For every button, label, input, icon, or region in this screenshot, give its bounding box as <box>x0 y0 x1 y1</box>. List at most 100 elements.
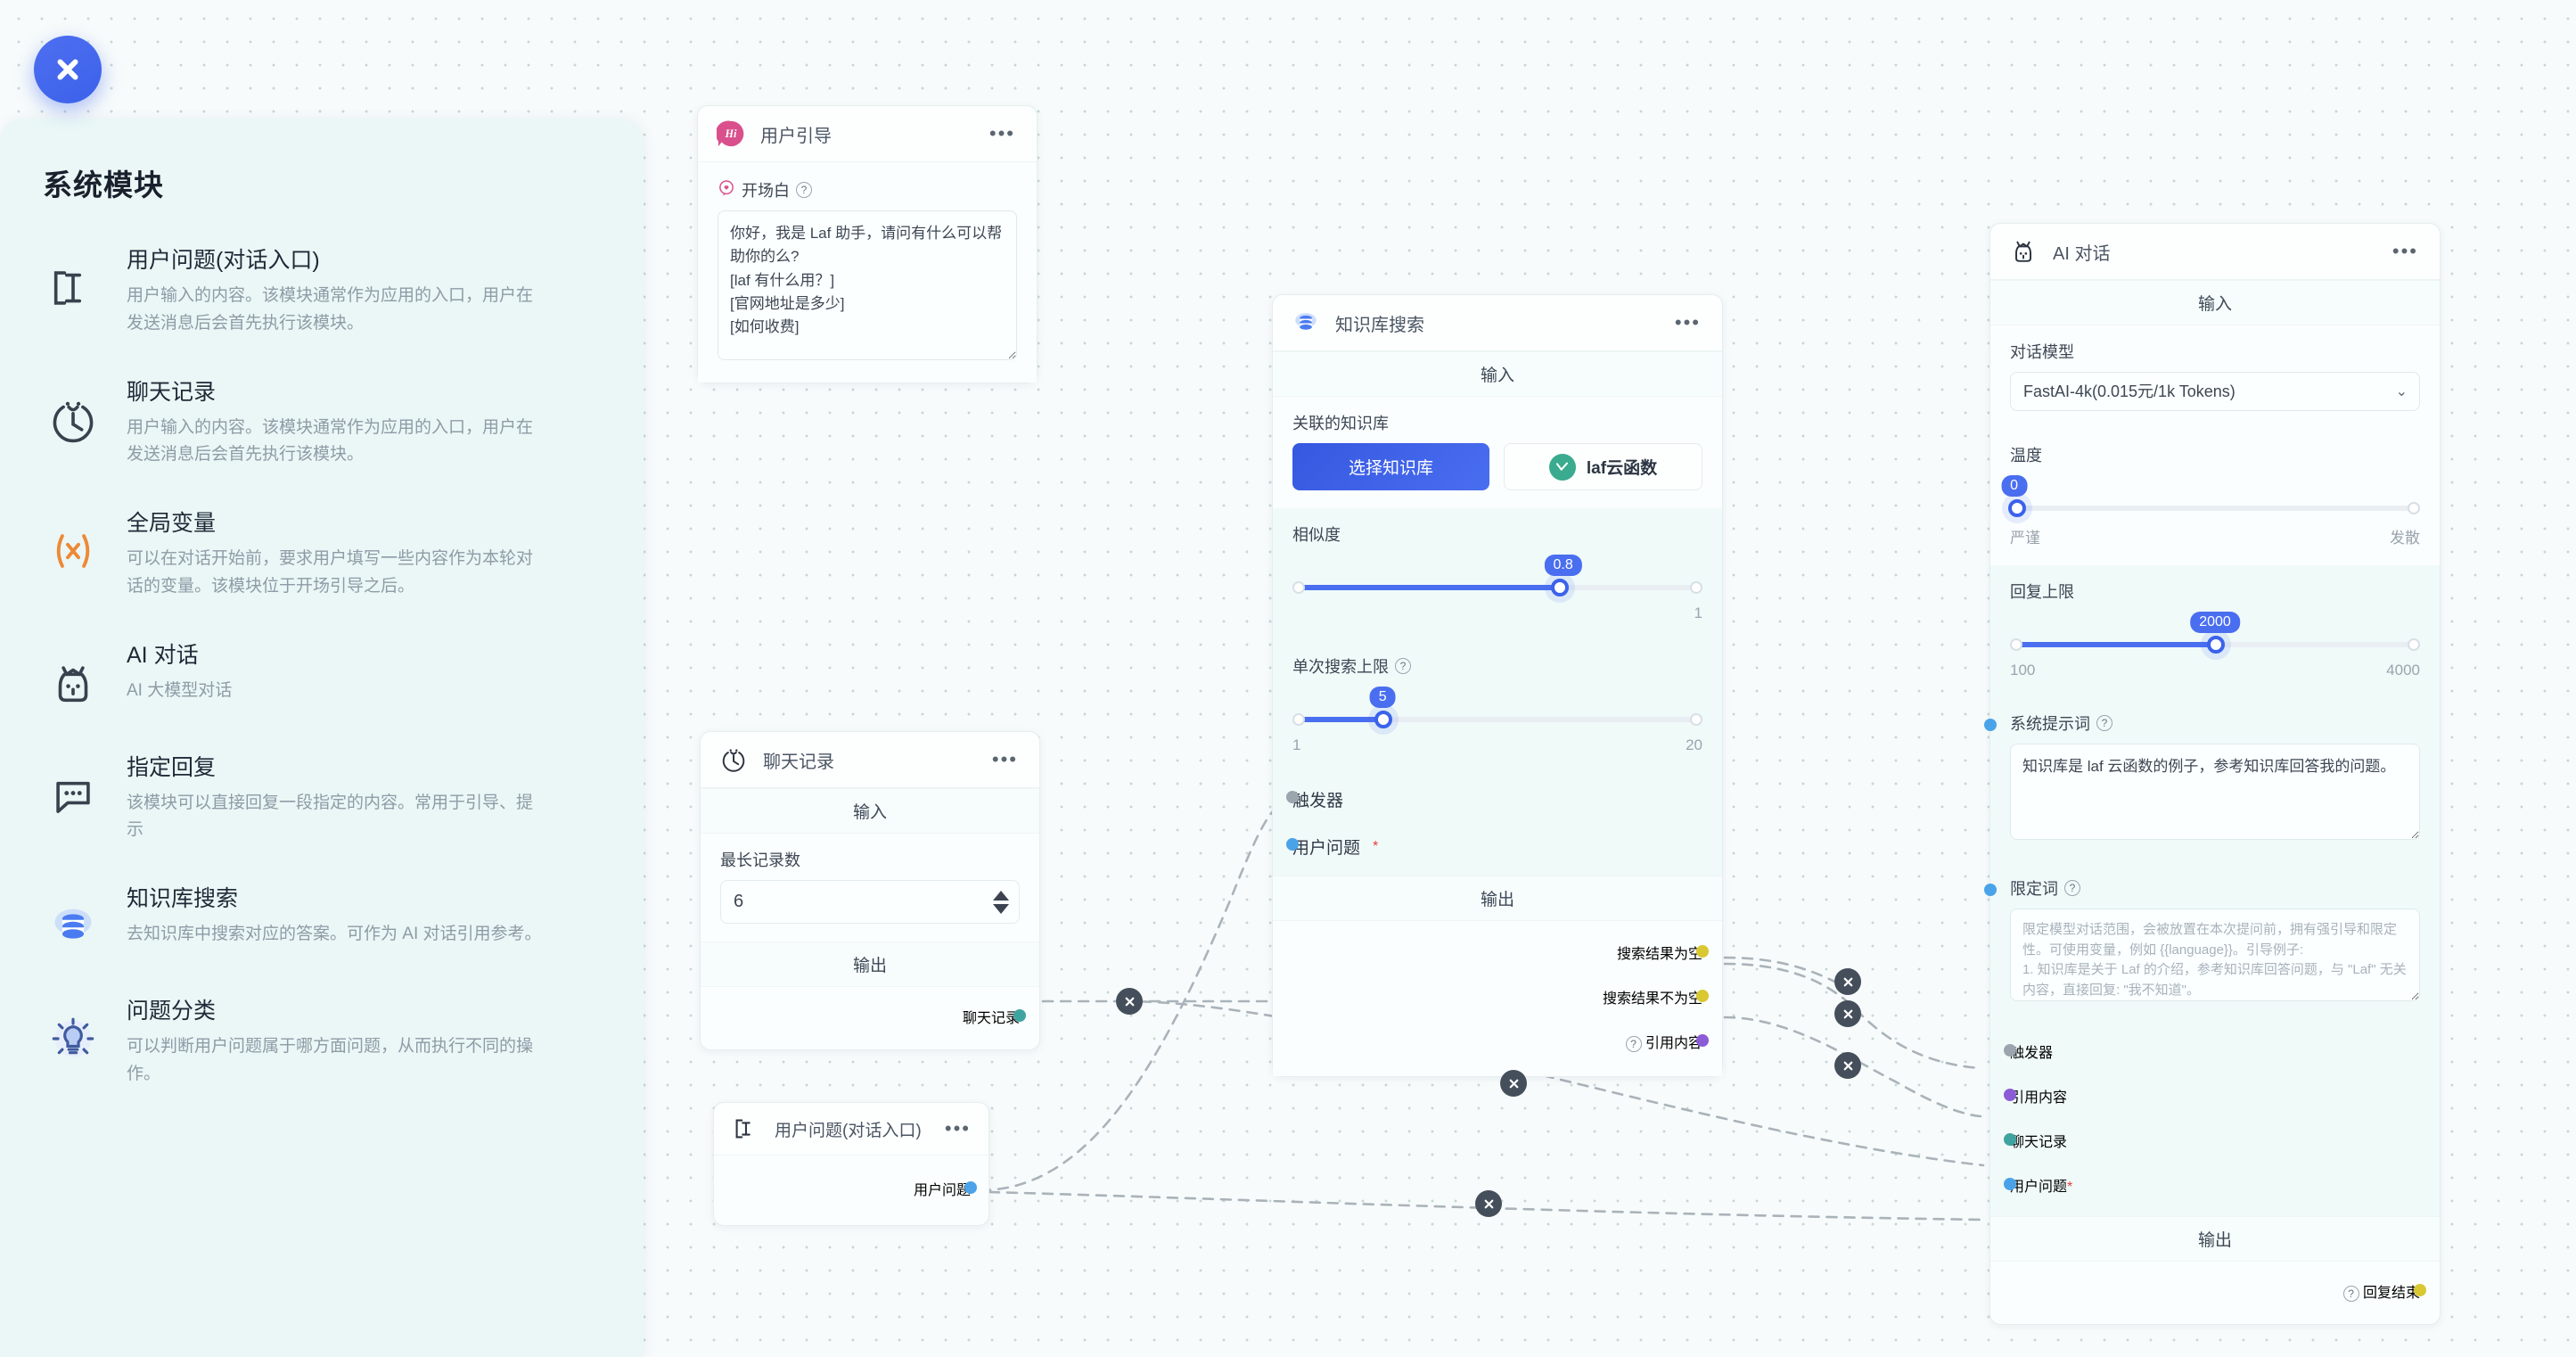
similarity-label: 相似度 <box>1292 526 1341 544</box>
sidebar-item-desc: 可以在对话开始前，要求用户填写一些内容作为本轮对话的变量。该模块位于开场引导之后… <box>127 549 534 596</box>
node-user-question[interactable]: 用户问题(对话入口) ••• 用户问题 <box>713 1102 989 1226</box>
node-kb-search[interactable]: 知识库搜索 ••• 输入 关联的知识库 选择知识库 laf云函数 相似度 0.8… <box>1272 294 1723 1077</box>
system-prompt-label: 系统提示词 ? <box>2010 711 2420 735</box>
edge-delete-button[interactable] <box>1500 1070 1527 1097</box>
pin-dot-system-prompt[interactable] <box>1984 719 1997 731</box>
sidebar-item-label: 聊天记录 <box>127 379 217 405</box>
node-menu-icon[interactable]: ••• <box>1674 311 1701 334</box>
sidebar-item-label: 知识库搜索 <box>127 886 239 912</box>
opening-statement-label: 开场白 ? <box>718 178 1017 201</box>
sidebar-item-desc: 用户输入的内容。该模块通常作为应用的入口，用户在发送消息后会首先执行该模块。 <box>127 417 534 465</box>
edge-delete-button[interactable] <box>1834 968 1861 995</box>
temperature-slider[interactable]: 0 <box>2001 475 2420 530</box>
system-prompt-section: 系统提示词 ? 知识库是 laf 云函数的例子，参考知识库回答我的问题。 <box>1984 697 2440 862</box>
system-prompt-textarea[interactable]: 知识库是 laf 云函数的例子，参考知识库回答我的问题。 <box>2010 744 2420 840</box>
max-tokens-min: 100 <box>2010 662 2036 678</box>
pin-dot-trigger[interactable] <box>2004 1044 2016 1057</box>
node-chat-history[interactable]: 聊天记录 ••• 输入 最长记录数 输出 聊天记录 <box>700 731 1040 1050</box>
pin-dot-user-question[interactable] <box>2004 1178 2016 1190</box>
search-limit-max: 20 <box>1686 736 1702 753</box>
pin-dot-user-question[interactable] <box>964 1181 977 1194</box>
svg-text:Hi: Hi <box>725 127 738 140</box>
sidebar-item-desc: AI 大模型对话 <box>127 680 233 700</box>
close-button[interactable] <box>34 36 102 103</box>
ai-robot-icon <box>43 653 103 713</box>
opening-statement-textarea[interactable]: 你好，我是 Laf 助手，请问有什么可以帮助你的么? [laf 有什么用？] [… <box>718 210 1017 360</box>
input-section-band: 输入 <box>1990 280 2440 325</box>
search-limit-value: 5 <box>1369 687 1396 708</box>
max-records-stepper[interactable] <box>720 880 1020 924</box>
max-tokens-slider[interactable]: 2000 <box>2010 612 2420 667</box>
search-limit-section: 单次搜索上限 ? 5 1 20 <box>1273 640 1722 772</box>
help-icon[interactable]: ? <box>2064 880 2080 896</box>
help-icon[interactable]: ? <box>1625 1036 1642 1052</box>
kb-label: 关联的知识库 <box>1292 415 1389 432</box>
node-menu-icon[interactable]: ••• <box>989 122 1015 145</box>
node-header[interactable]: 知识库搜索 ••• <box>1273 295 1722 351</box>
similarity-slider[interactable]: 0.8 <box>1292 555 1702 610</box>
node-menu-icon[interactable]: ••• <box>991 748 1018 771</box>
help-icon[interactable]: ? <box>796 182 812 198</box>
pin-dot-search-not-empty[interactable] <box>1696 990 1709 1002</box>
pin-dot-search-empty[interactable] <box>1696 945 1709 958</box>
clock-icon <box>43 390 103 450</box>
sidebar-item-question-classify[interactable]: 问题分类 可以判断用户问题属于哪方面问题，从而执行不同的操作。 <box>43 994 594 1089</box>
pin-dot-chat-history[interactable] <box>2004 1133 2016 1146</box>
pin-chat-history-label: 聊天记录 <box>2010 1135 2068 1150</box>
ai-input-pins: 触发器 引用内容 聊天记录 用户问题* <box>1990 1024 2440 1216</box>
model-select[interactable]: FastAI-4k(0.015元/1k Tokens) <box>2010 372 2420 411</box>
search-limit-label: 单次搜索上限 ? <box>1292 654 1702 678</box>
node-menu-icon[interactable]: ••• <box>944 1117 971 1140</box>
pin-quote-label: 引用内容 <box>1645 1036 1702 1051</box>
node-header[interactable]: AI 对话 ••• <box>1990 224 2440 280</box>
node-header[interactable]: 用户问题(对话入口) ••• <box>714 1103 989 1156</box>
help-icon[interactable]: ? <box>2096 715 2112 731</box>
pin-dot-trigger[interactable] <box>1286 791 1299 803</box>
node-user-guide[interactable]: Hi 用户引导 ••• 开场白 ? 你好，我是 Laf 助手，请问有什么可以帮助… <box>697 105 1038 383</box>
help-icon[interactable]: ? <box>2342 1286 2359 1302</box>
limiter-textarea[interactable] <box>2010 909 2420 1001</box>
max-records-input[interactable] <box>720 880 1020 924</box>
node-header[interactable]: 聊天记录 ••• <box>701 732 1039 788</box>
search-limit-slider[interactable]: 5 <box>1292 687 1702 742</box>
sidebar-item-kb-search[interactable]: 知识库搜索 去知识库中搜索对应的答案。可作为 AI 对话引用参考。 <box>43 882 594 957</box>
model-label: 对话模型 <box>2010 343 2074 361</box>
chevron-down-icon[interactable] <box>993 903 1009 914</box>
pin-dot-limiter[interactable] <box>1984 884 1997 896</box>
pin-user-question-label: 用户问题* <box>2010 1180 2073 1195</box>
pin-reply-finish-label: 回复结束 <box>2362 1286 2420 1301</box>
pin-dot-reply-finish[interactable] <box>2414 1284 2426 1296</box>
pin-dot-quote[interactable] <box>1696 1034 1709 1047</box>
node-header[interactable]: Hi 用户引导 ••• <box>698 106 1037 162</box>
help-icon[interactable]: ? <box>1395 658 1411 674</box>
node-ai-chat[interactable]: AI 对话 ••• 输入 对话模型 FastAI-4k(0.015元/1k To… <box>1984 223 2441 1325</box>
sidebar-item-label: AI 对话 <box>127 642 199 668</box>
sidebar-item-global-variable[interactable]: 全局变量 可以在对话开始前，要求用户填写一些内容作为本轮对话的变量。该模块位于开… <box>43 506 594 601</box>
chevron-up-icon[interactable] <box>993 890 1009 901</box>
edge-delete-button[interactable] <box>1834 1052 1861 1079</box>
pin-chat-history-label: 聊天记录 <box>962 1011 1020 1026</box>
pin-search-empty-label: 搜索结果为空 <box>1616 947 1702 962</box>
close-icon <box>57 59 78 80</box>
pin-dot-user-question[interactable] <box>1286 838 1299 851</box>
edge-delete-button[interactable] <box>1116 988 1143 1015</box>
sidebar-item-user-question[interactable]: 用户问题(对话入口) 用户输入的内容。该模块通常作为应用的入口，用户在发送消息后… <box>43 243 594 338</box>
edge-delete-button[interactable] <box>1834 1000 1861 1027</box>
similarity-section: 相似度 0.8 1 <box>1273 508 1722 640</box>
sidebar-item-specified-reply[interactable]: 指定回复 该模块可以直接回复一段指定的内容。常用于引导、提示 <box>43 751 594 845</box>
max-tokens-section: 回复上限 2000 100 4000 <box>1990 565 2440 697</box>
pin-trigger-label: 触发器 <box>2010 1046 2054 1061</box>
node-menu-icon[interactable]: ••• <box>2391 240 2418 263</box>
sidebar-item-ai-chat[interactable]: AI 对话 AI 大模型对话 <box>43 638 594 713</box>
select-kb-button[interactable]: 选择知识库 <box>1292 443 1489 490</box>
edge-delete-button[interactable] <box>1475 1190 1502 1217</box>
model-section: 对话模型 FastAI-4k(0.015元/1k Tokens) ⌄ <box>1990 325 2440 429</box>
kb-chip-laf[interactable]: laf云函数 <box>1504 443 1702 490</box>
stepper-arrows[interactable] <box>993 890 1009 914</box>
max-tokens-max: 4000 <box>2386 662 2420 678</box>
pin-dot-chat-history[interactable] <box>1013 1009 1026 1022</box>
pin-user-question-label: 用户问题* <box>1292 838 1379 859</box>
pin-dot-quote[interactable] <box>2004 1089 2016 1101</box>
ai-output-pins: ? 回复结束 <box>1990 1262 2440 1324</box>
sidebar-item-chat-history[interactable]: 聊天记录 用户输入的内容。该模块通常作为应用的入口，用户在发送消息后会首先执行该… <box>43 375 594 470</box>
